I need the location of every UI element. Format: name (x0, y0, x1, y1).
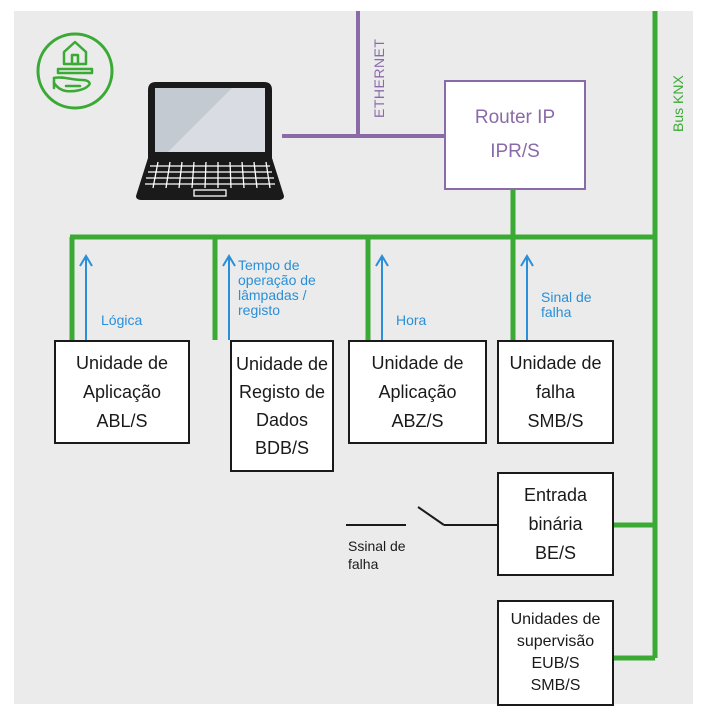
router-ip-box: Router IP IPR/S (444, 80, 586, 190)
binary-input-box: Entrada binária BE/S (497, 472, 614, 576)
device-box-smb: Unidade de falha SMB/S (497, 340, 614, 444)
switch-signal-label: Ssinal de falha (348, 538, 406, 572)
device-box-abl: Unidade de Aplicação ABL/S (54, 340, 190, 444)
ethernet-label: ETHERNET (371, 38, 387, 118)
signal-label-falha: Sinal de falha (541, 289, 592, 320)
device-box-bdb: Unidade de Registo de Dados BDB/S (230, 340, 334, 472)
house-on-hand-icon (36, 32, 114, 110)
signal-label-hora: Hora (396, 312, 427, 328)
signal-label-tempo: Tempo de operação de lâmpadas / registo (238, 257, 316, 318)
bus-knx-label: Bus KNX (670, 75, 686, 132)
signal-label-logica: Lógica (101, 312, 143, 328)
signal-arrow-tempo (222, 254, 236, 340)
router-model: IPR/S (490, 141, 540, 162)
switch-symbol (346, 506, 497, 526)
device-box-abz: Unidade de Aplicação ABZ/S (348, 340, 487, 444)
signal-arrow-logica (79, 254, 93, 340)
laptop-icon (136, 82, 284, 200)
signal-arrow-hora (375, 254, 389, 340)
supervision-box: Unidades de supervisão EUB/S SMB/S (497, 600, 614, 706)
signal-arrow-falha (520, 254, 534, 340)
router-name: Router IP (474, 107, 556, 128)
